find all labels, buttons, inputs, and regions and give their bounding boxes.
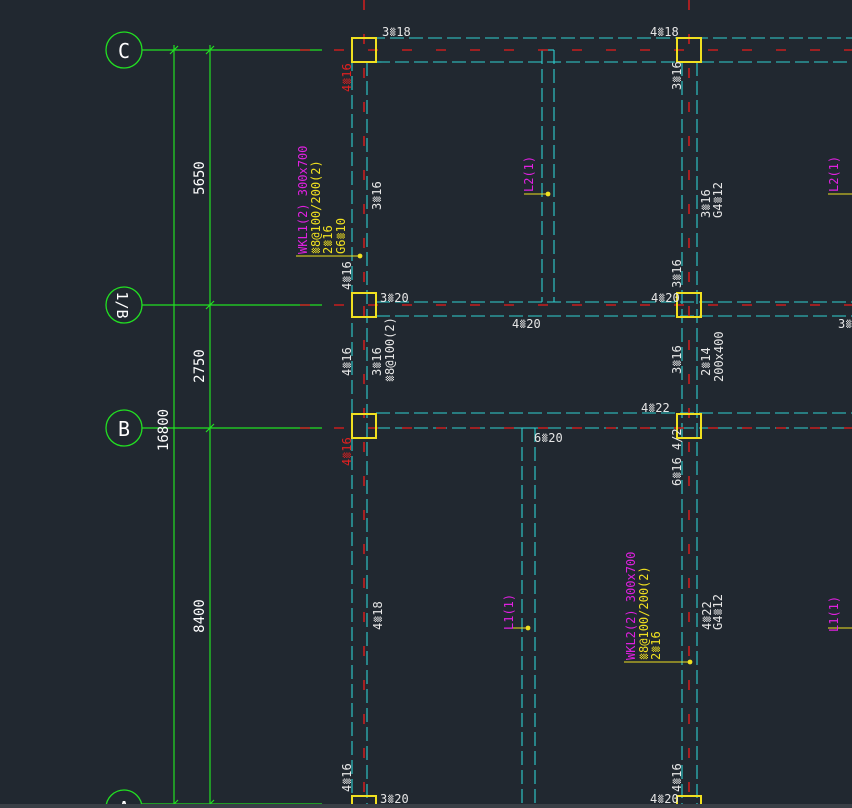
label-l1-left: L1(1) xyxy=(502,594,516,630)
label-mid-c2: 3␨16 xyxy=(670,345,684,374)
axis-bubble-b[interactable] xyxy=(105,409,143,447)
dim-tick xyxy=(169,45,179,55)
label-b-left-red: 4␨16 xyxy=(340,437,354,466)
label-1b-right: 3␨ xyxy=(838,317,852,331)
axis-bubble-a[interactable] xyxy=(105,789,143,808)
label-1b-col2: 4␨20 xyxy=(651,291,680,305)
dim-b-a: 8400 xyxy=(192,599,208,633)
annotations-red: 4␨16 4␨16 xyxy=(340,63,354,466)
label-wkl2-stirrup: ␨8@100/200(2) xyxy=(637,566,651,660)
column-c-2[interactable] xyxy=(676,37,702,63)
axis-label-1b: 1/B xyxy=(113,291,131,318)
dim-1b-b: 2750 xyxy=(192,349,208,383)
axis-bubble-1b[interactable] xyxy=(105,286,143,324)
label-col1-a: 4␨18 xyxy=(371,601,385,630)
label-wkl2-title: WKL2(2) 300x700 xyxy=(624,552,638,660)
label-col2-a2: G4␨12 xyxy=(711,594,725,630)
axis-labels: C 1/B B A xyxy=(113,39,131,808)
label-b-top: 4␨22 xyxy=(641,401,670,415)
dim-tick xyxy=(205,423,215,433)
label-1b-col2-up: 3␨16 xyxy=(670,259,684,288)
label-wkl2-top: 2␨16 xyxy=(649,631,663,660)
label-l2-right: L2(1) xyxy=(827,156,841,192)
label-col2-cmid: 3␨16 xyxy=(699,189,713,218)
annotations-horizontal: 3␨18 4␨18 3␨20 4␨20 4␨20 3␨ 4␨22 6␨20 3␨… xyxy=(380,25,852,806)
label-mid-left: 4␨16 xyxy=(340,347,354,376)
column-b-1[interactable] xyxy=(351,413,377,439)
label-a-left: 4␨16 xyxy=(340,763,354,792)
axis-label-b: B xyxy=(118,417,130,441)
dim-tick xyxy=(205,300,215,310)
label-wkl1-title: WKL1(2) 300x700 xyxy=(296,146,310,254)
dim-total: 16800 xyxy=(156,409,172,451)
beam-joints xyxy=(522,49,554,429)
column-a-2[interactable] xyxy=(676,795,702,808)
label-mid-c2c: 200x400 xyxy=(712,331,726,382)
label-wkl1-stirrup: ␨8@100/200(2) xyxy=(309,160,323,254)
column-c-1[interactable] xyxy=(351,37,377,63)
label-left-c2: 3␨16 xyxy=(370,181,384,210)
label-col2-c: 3␨16 xyxy=(670,61,684,90)
label-top-col1: 3␨18 xyxy=(382,25,411,39)
label-1b-below: 4␨20 xyxy=(512,317,541,331)
bottom-edge xyxy=(0,804,852,808)
axis-label-c: C xyxy=(118,39,130,63)
dot xyxy=(687,659,693,665)
label-a-col2-up: 4␨16 xyxy=(670,763,684,792)
rebar-lines xyxy=(300,0,852,808)
column-a-1[interactable] xyxy=(351,795,377,808)
beam-labels: L2(1) L2(1) L1(1) L1(1) WKL1(2) 300x700 … xyxy=(296,146,841,660)
axis-label-a: A xyxy=(118,797,130,808)
label-col2-cmid2: G4␨12 xyxy=(711,182,725,218)
label-wkl1-top: 2␨16 xyxy=(321,225,335,254)
dot xyxy=(357,253,363,259)
label-mid-c2b: 2␨14 xyxy=(699,347,713,376)
label-a-col2: 4␨20 xyxy=(650,792,679,806)
beam-lines xyxy=(351,37,852,808)
label-mid-c1b: ␨8@100(2) xyxy=(383,317,397,382)
label-l1-right: L1(1) xyxy=(827,596,841,632)
annotations-vertical: 3␨16 3␨16 3␨16 G4␨12 4␨16 3␨16 4␨16 3␨16… xyxy=(340,61,726,792)
leaders xyxy=(296,193,852,663)
dim-tick xyxy=(205,45,215,55)
axis-bubbles xyxy=(105,31,143,808)
leader-dots xyxy=(357,191,693,665)
column-1b-2[interactable] xyxy=(676,292,702,318)
columns xyxy=(351,37,702,808)
label-a-col1: 3␨20 xyxy=(380,792,409,806)
column-1b-1[interactable] xyxy=(351,292,377,318)
dim-c-1b: 5650 xyxy=(192,161,208,195)
label-wkl1-side: G6␨10 xyxy=(334,218,348,254)
label-left-c-red: 4␨16 xyxy=(340,63,354,92)
label-b-col2: 6␨16 4/2 xyxy=(670,428,684,486)
dot xyxy=(545,191,551,197)
label-top-col2: 4␨18 xyxy=(650,25,679,39)
label-b-mid: 6␨20 xyxy=(534,431,563,445)
label-mid-c1a: 3␨16 xyxy=(370,347,384,376)
axis-bubble-c[interactable] xyxy=(105,31,143,69)
label-col2-a1: 4␨22 xyxy=(700,601,714,630)
label-1b-col1: 3␨20 xyxy=(380,291,409,305)
dimension-texts: 16800 5650 2750 8400 xyxy=(156,161,208,633)
label-l2-left: L2(1) xyxy=(522,156,536,192)
dot xyxy=(525,625,531,631)
column-b-2[interactable] xyxy=(676,413,702,439)
label-1b-left: 4␨16 xyxy=(340,261,354,290)
